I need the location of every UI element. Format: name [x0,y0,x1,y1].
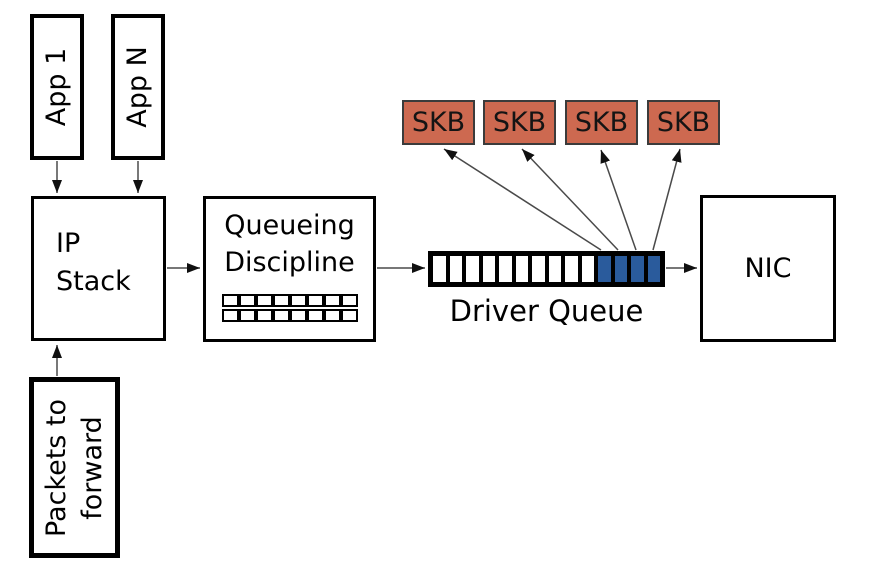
qdisc-cell [323,309,341,322]
driver-queue [428,251,665,287]
driver-queue-cell [513,254,530,284]
skb-box: SKB [565,100,638,145]
arrow-queue-to-skb-4 [652,148,682,251]
qdisc-cell [272,309,290,322]
app-1-label: App 1 [41,47,72,127]
qdisc-cell [306,294,324,307]
packets-to-forward-label-line2: forward [76,415,108,520]
driver-queue-cell [497,254,514,284]
queueing-discipline-label: Queueing Discipline [206,207,373,281]
ip-stack-label-line2: Stack [56,265,131,297]
driver-queue-cell [563,254,580,284]
driver-queue-cell [579,254,596,284]
driver-queue-cell [530,254,547,284]
packets-to-forward-box: Packets to forward [29,377,120,558]
app-n-label: App N [122,46,153,128]
skb-box: SKB [483,100,556,145]
packets-to-forward-label: Packets to forward [39,398,111,536]
ip-stack-label-line1: IP [56,227,81,259]
skb-box: SKB [402,100,475,145]
skb-label: SKB [492,107,547,138]
driver-queue-label: Driver Queue [449,294,644,328]
skb-label: SKB [656,107,711,138]
skb-label: SKB [574,107,629,138]
driver-queue-cell [464,254,481,284]
driver-queue-cell [447,254,464,284]
skb-box: SKB [647,100,720,145]
qdisc-cell [340,309,358,322]
app-1-box: App 1 [30,14,84,160]
driver-queue-cell [546,254,563,284]
qdisc-cell [323,294,341,307]
qdisc-cell [289,309,307,322]
nic-box: NIC [700,195,836,342]
arrow-queue-to-skb-2 [521,148,619,251]
queueing-discipline-label-line2: Discipline [224,247,355,278]
queueing-discipline-box: Queueing Discipline [203,196,376,342]
app-n-box: App N [111,14,165,160]
driver-queue-cell-filled [645,254,662,284]
qdisc-cell [255,294,273,307]
qdisc-cell [221,309,239,322]
qdisc-cell [340,294,358,307]
driver-queue-cell [431,254,448,284]
driver-queue-cell [480,254,497,284]
arrow-queue-to-skb-3 [600,149,637,251]
ip-stack-box: IP Stack [31,196,166,341]
qdisc-grid [206,294,373,322]
queueing-discipline-label-line1: Queueing [224,210,355,241]
qdisc-cell [306,309,324,322]
qdisc-cell [255,309,273,322]
driver-queue-cell-filled [629,254,646,284]
driver-queue-cell-filled [612,254,629,284]
nic-label: NIC [744,253,792,284]
qdisc-cell [289,294,307,307]
driver-queue-cell-filled [596,254,613,284]
qdisc-cell [238,309,256,322]
packets-to-forward-label-line1: Packets to [40,398,72,537]
qdisc-cell [221,294,239,307]
qdisc-cell [272,294,290,307]
qdisc-cell [238,294,256,307]
skb-label: SKB [411,107,466,138]
arrow-queue-to-skb-1 [443,148,602,251]
